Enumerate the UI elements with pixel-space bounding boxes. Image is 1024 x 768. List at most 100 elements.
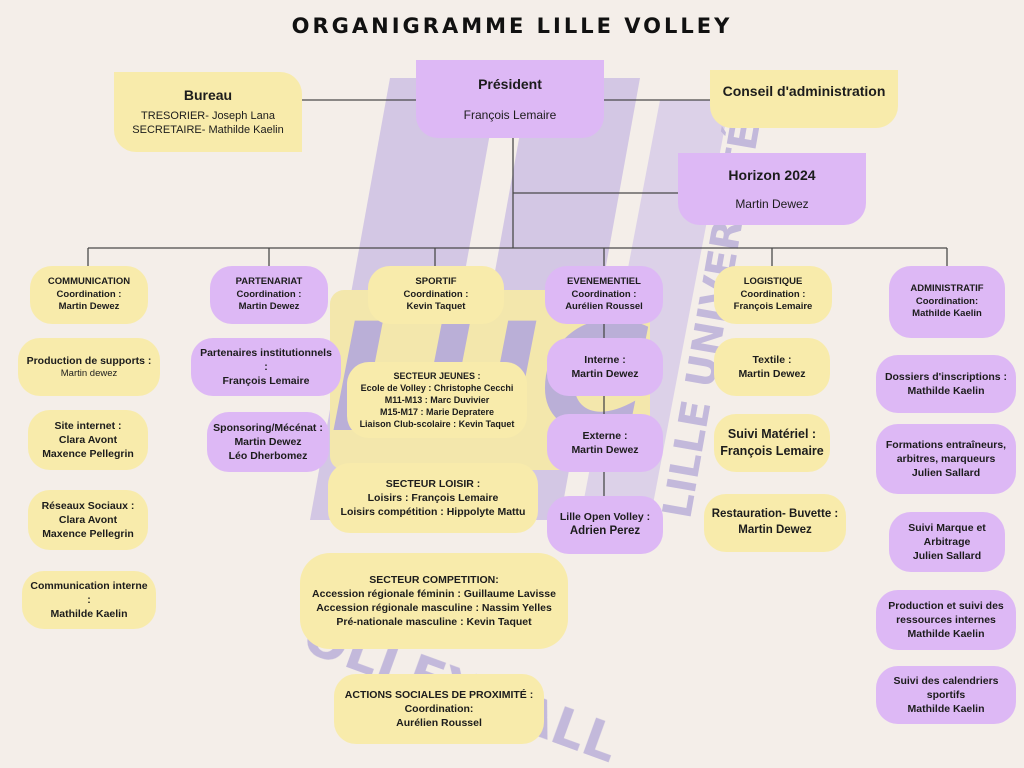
ressources-internes-box: Production et suivi des ressources inter…: [876, 590, 1016, 650]
lille-open-volley-title: Lille Open Volley :: [559, 511, 651, 524]
page-title: ORGANIGRAMME LILLE VOLLEY: [291, 14, 733, 38]
evenementiel-interne-name: Martin Dewez: [571, 368, 639, 380]
textile-title: Textile :: [752, 353, 792, 366]
textile-name: Martin Dewez: [738, 368, 806, 380]
bureau-treasurer: TRESORIER- Joseph Lana: [141, 109, 275, 122]
communication-coord-name: Martin Dewez: [58, 301, 120, 313]
suivi-materiel-name: François Lemaire: [720, 444, 824, 458]
bureau-heading: Bureau: [183, 86, 233, 103]
secteur-loisir-line-1: Loisirs : François Lemaire: [367, 491, 499, 504]
secteur-competition-line-2: Accession régionale masculine : Nassim Y…: [316, 602, 552, 614]
evenementiel-externe-title: Externe :: [582, 429, 628, 442]
logistique-coord-name: François Lemaire: [733, 301, 813, 313]
secteur-competition-title: SECTEUR COMPETITION:: [369, 573, 499, 586]
formations-line-1: Formations entraîneurs,: [885, 438, 1007, 451]
president-box: Président François Lemaire: [416, 60, 604, 138]
production-supports-name: Martin dewez: [60, 367, 118, 379]
secteur-loisir-line-2: Loisirs compétition : Hippolyte Mattu: [340, 506, 526, 519]
secteur-loisir-box: SECTEUR LOISIR : Loisirs : François Lema…: [328, 463, 538, 533]
secteur-competition-box: SECTEUR COMPETITION: Accession régionale…: [300, 553, 568, 649]
formations-line-2: arbitres, marqueurs: [896, 452, 996, 465]
restauration-buvette-title: Restauration- Buvette :: [711, 508, 839, 521]
evenementiel-interne-title: Interne :: [584, 353, 626, 366]
actions-sociales-coord-name: Aurélien Roussel: [396, 717, 482, 730]
evenementiel-interne-box: Interne : Martin Dewez: [547, 338, 663, 396]
dossiers-inscriptions-name: Mathilde Kaelin: [907, 385, 985, 397]
suivi-calendriers-line-1: Suivi des calendriers: [893, 674, 999, 687]
communication-coord-label: Coordination :: [56, 288, 122, 300]
secteur-competition-line-1: Accession régionale féminin : Guillaume …: [312, 587, 556, 600]
site-internet-box: Site internet : Clara Avont Maxence Pell…: [28, 410, 148, 470]
suivi-marque-name: Julien Sallard: [912, 550, 982, 563]
actions-sociales-coord-label: Coordination:: [404, 702, 474, 715]
secteur-competition-line-3: Pré-nationale masculine : Kevin Taquet: [336, 616, 532, 629]
site-internet-title: Site internet :: [54, 419, 122, 432]
suivi-materiel-title: Suivi Matériel :: [727, 427, 817, 442]
administratif-head: ADMINISTRATIF Coordination: Mathilde Kae…: [889, 266, 1005, 338]
reseaux-sociaux-name-1: Clara Avont: [58, 513, 118, 526]
secteur-jeunes-title: SECTEUR JEUNES :: [393, 370, 481, 381]
actions-sociales-title: ACTIONS SOCIALES DE PROXIMITÉ :: [344, 688, 534, 701]
communication-title: COMMUNICATION: [47, 275, 131, 287]
site-internet-name-2: Maxence Pellegrin: [42, 448, 134, 461]
reseaux-sociaux-box: Réseaux Sociaux : Clara Avont Maxence Pe…: [28, 490, 148, 550]
communication-interne-name: Mathilde Kaelin: [50, 608, 128, 621]
president-heading: Président: [478, 75, 542, 92]
suivi-calendriers-box: Suivi des calendriers sportifs Mathilde …: [876, 666, 1016, 724]
lille-open-volley-name: Adrien Perez: [569, 525, 641, 538]
evenementiel-externe-name: Martin Dewez: [571, 444, 639, 456]
secteur-jeunes-line-3: M15-M17 : Marie Depratere: [379, 407, 495, 418]
suivi-marque-line-2: Arbitrage: [923, 535, 971, 548]
evenementiel-head: EVENEMENTIEL Coordination : Aurélien Rou…: [545, 266, 663, 324]
evenementiel-title: EVENEMENTIEL: [567, 275, 641, 287]
communication-interne-box: Communication interne : Mathilde Kaelin: [22, 571, 156, 629]
secteur-jeunes-line-4: Liaison Club-scolaire : Kevin Taquet: [359, 419, 515, 430]
evenementiel-externe-box: Externe : Martin Dewez: [547, 414, 663, 472]
communication-head: COMMUNICATION Coordination : Martin Dewe…: [30, 266, 148, 324]
textile-box: Textile : Martin Dewez: [714, 338, 830, 396]
secteur-loisir-title: SECTEUR LOISIR :: [385, 477, 481, 490]
restauration-buvette-name: Martin Dewez: [738, 524, 812, 536]
ressources-internes-line-2: ressources internes: [896, 613, 996, 626]
secteur-jeunes-box: SECTEUR JEUNES : Ecole de Volley : Chris…: [347, 362, 527, 438]
sportif-coord-label: Coordination :: [403, 288, 469, 300]
secteur-jeunes-line-1: Ecole de Volley : Christophe Cecchi: [360, 382, 514, 393]
sportif-head: SPORTIF Coordination : Kevin Taquet: [368, 266, 504, 324]
suivi-calendriers-name: Mathilde Kaelin: [907, 703, 985, 716]
administratif-title: ADMINISTRATIF: [910, 282, 984, 294]
partenariat-head: PARTENARIAT Coordination : Martin Dewez: [210, 266, 328, 324]
sponsoring-box: Sponsoring/Mécénat : Martin Dewez Léo Dh…: [207, 412, 329, 472]
horizon-box: Horizon 2024 Martin Dewez: [678, 153, 866, 225]
suivi-materiel-box: Suivi Matériel : François Lemaire: [714, 414, 830, 472]
horizon-heading: Horizon 2024: [728, 166, 816, 183]
partenaires-institutionnels-box: Partenaires institutionnels : François L…: [191, 338, 341, 396]
secteur-jeunes-line-2: M11-M13 : Marc Duvivier: [384, 394, 490, 405]
administratif-coord-label: Coordination:: [915, 295, 979, 307]
logistique-title: LOGISTIQUE: [743, 275, 803, 287]
conseil-box: Conseil d'administration: [710, 70, 898, 128]
evenementiel-coord-name: Aurélien Roussel: [565, 301, 643, 313]
partenariat-coord-label: Coordination :: [236, 288, 302, 300]
lille-open-volley-box: Lille Open Volley : Adrien Perez: [547, 496, 663, 554]
logistique-head: LOGISTIQUE Coordination : François Lemai…: [714, 266, 832, 324]
bureau-box: Bureau TRESORIER- Joseph Lana SECRETAIRE…: [114, 72, 302, 152]
reseaux-sociaux-name-2: Maxence Pellegrin: [42, 528, 134, 541]
suivi-calendriers-line-2: sportifs: [926, 688, 966, 701]
dossiers-inscriptions-title: Dossiers d'inscriptions :: [884, 370, 1008, 383]
production-supports-title: Production de supports :: [26, 354, 152, 367]
administratif-coord-name: Mathilde Kaelin: [912, 308, 982, 320]
sponsoring-name-1: Martin Dewez: [234, 435, 302, 448]
suivi-marque-line-1: Suivi Marque et: [908, 521, 986, 534]
site-internet-name-1: Clara Avont: [58, 433, 118, 446]
ressources-internes-line-1: Production et suivi des: [888, 599, 1004, 612]
evenementiel-coord-label: Coordination :: [571, 288, 637, 300]
logistique-coord-label: Coordination :: [740, 288, 806, 300]
bureau-secretary: SECRETAIRE- Mathilde Kaelin: [132, 124, 284, 137]
partenaires-institutionnels-name: François Lemaire: [222, 375, 310, 388]
dossiers-inscriptions-box: Dossiers d'inscriptions : Mathilde Kaeli…: [876, 355, 1016, 413]
conseil-heading: Conseil d'administration: [722, 83, 886, 99]
production-supports-box: Production de supports : Martin dewez: [18, 338, 160, 396]
partenaires-institutionnels-title: Partenaires institutionnels :: [200, 346, 332, 373]
partenariat-coord-name: Martin Dewez: [238, 301, 300, 313]
partenariat-title: PARTENARIAT: [235, 275, 303, 287]
